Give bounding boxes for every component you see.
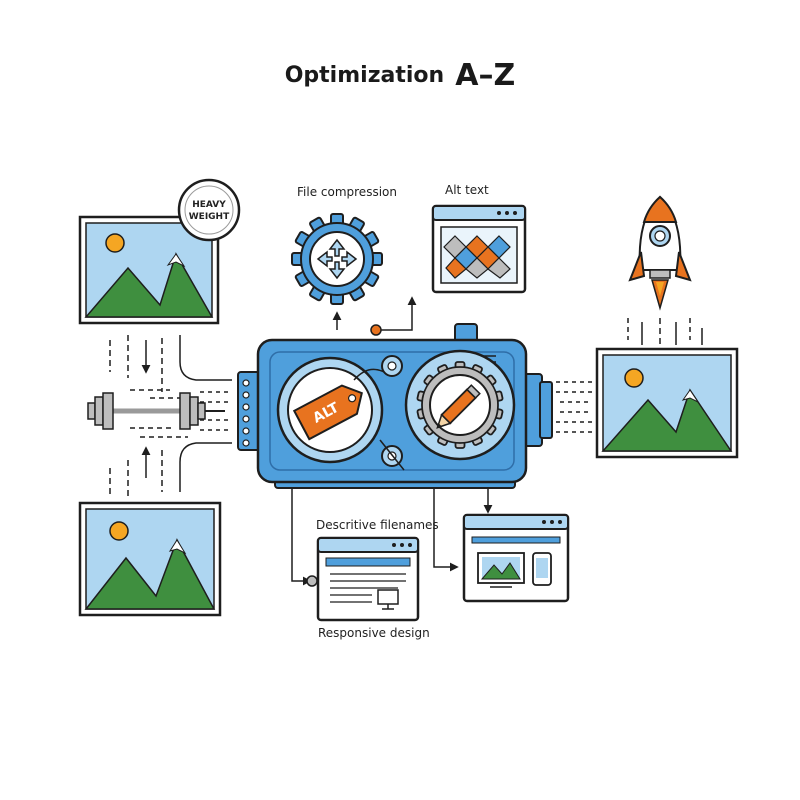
connector-dot <box>370 324 382 336</box>
alt-text-window-icon <box>431 204 527 294</box>
page-title: Optimization A–Z <box>0 58 800 93</box>
bottom-connectors <box>291 488 493 586</box>
label-responsive-design: Responsive design <box>318 626 430 640</box>
rocket-exhaust-lines <box>627 318 703 348</box>
label-descriptive-filenames: Descritive filenames <box>316 518 439 532</box>
flow-lines-right <box>556 381 592 433</box>
badge-line2: WEIGHT <box>189 212 230 222</box>
badge-line1: HEAVY <box>192 200 226 210</box>
document-window-icon <box>316 536 420 622</box>
flow-lines-top-left <box>109 335 232 399</box>
image-icon-bottom-left <box>78 501 222 617</box>
connector-alt-text <box>376 296 417 331</box>
heavy-weight-badge-icon: HEAVY WEIGHT <box>177 178 241 242</box>
connector-dot-bottom <box>306 575 318 587</box>
alt-tag-icon: ALT <box>292 368 385 441</box>
machine-icon <box>237 323 553 489</box>
title-main: Optimization <box>284 63 445 88</box>
responsive-devices-window-icon <box>462 513 570 603</box>
rocket-icon <box>628 195 692 311</box>
label-file-compression: File compression <box>297 185 397 199</box>
label-alt-text: Alt text <box>445 183 489 197</box>
optimized-image-icon <box>595 347 739 459</box>
gear-arrows-icon <box>291 213 383 305</box>
pencil-gear-icon <box>416 361 504 449</box>
title-suffix: A–Z <box>455 58 516 93</box>
dumbbell-icon <box>87 392 225 430</box>
flow-lines-bottom-left <box>109 391 232 500</box>
